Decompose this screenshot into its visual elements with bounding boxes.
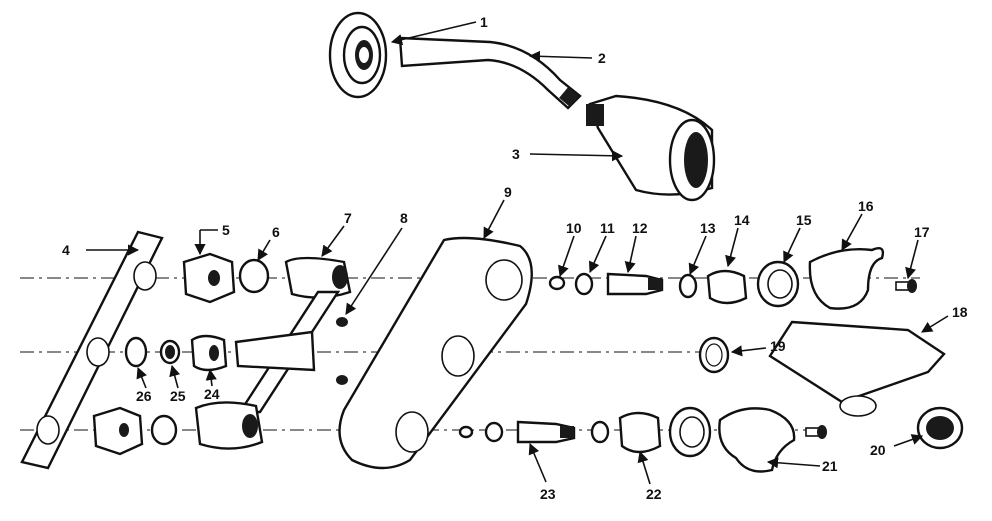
part-shower-head: [586, 94, 716, 202]
callout-25: 25: [170, 388, 186, 404]
part-bonnet-14: [706, 269, 748, 305]
part-escutcheon: [338, 236, 533, 470]
part-mounting-plate: [20, 230, 164, 470]
callout-19: 19: [770, 338, 786, 354]
callout-20: 20: [870, 442, 886, 458]
part-stem-12: [606, 272, 664, 296]
callout-4: 4: [62, 242, 70, 258]
part-handle-16: [808, 247, 885, 310]
part-washer-11: [574, 272, 594, 296]
part-ring-19: [698, 336, 730, 374]
part-diverter-handle-18: [768, 320, 946, 417]
callout-12: 12: [632, 220, 648, 236]
callout-11: 11: [600, 220, 615, 236]
leader-lines: [86, 21, 949, 485]
part-washer-top: [238, 258, 270, 294]
part-screw-17: [895, 279, 917, 293]
callout-21: 21: [822, 458, 838, 474]
part-stem-23: [516, 420, 576, 444]
callout-8: 8: [400, 210, 408, 226]
callout-10: 10: [566, 220, 582, 236]
callout-5: 5: [222, 222, 230, 238]
callout-17: 17: [914, 224, 930, 240]
part-shower-arm: [398, 36, 582, 110]
part-screws: [336, 317, 348, 385]
callout-3: 3: [512, 146, 520, 162]
part-o-ring-13: [678, 273, 698, 299]
callout-6: 6: [272, 224, 280, 240]
callout-9: 9: [504, 184, 512, 200]
part-bonnet-22: [618, 411, 662, 454]
callout-23: 23: [540, 486, 556, 502]
part-sleeve-15: [756, 260, 800, 308]
part-nut-top: [182, 252, 236, 304]
part-flange: [328, 11, 388, 99]
callout-14: 14: [734, 212, 750, 228]
callout-16: 16: [858, 198, 874, 214]
callout-18: 18: [952, 304, 968, 320]
part-screw-10: [548, 275, 566, 291]
callout-26: 26: [136, 388, 152, 404]
callout-15: 15: [796, 212, 812, 228]
part-washer-bottom: [150, 414, 178, 446]
part-valve-body: [194, 256, 352, 450]
part-nut-bottom: [92, 406, 144, 456]
part-cap-20: [916, 406, 964, 450]
callout-7: 7: [344, 210, 352, 226]
callout-13: 13: [700, 220, 716, 236]
part-seat-24: [190, 334, 228, 372]
callout-1: 1: [480, 14, 488, 30]
callout-2: 2: [598, 50, 606, 66]
part-handle-21: [718, 407, 796, 473]
part-sleeve-bottom: [668, 406, 712, 458]
part-washer-26: [124, 336, 148, 368]
callout-22: 22: [646, 486, 662, 502]
part-screw-bottom: [805, 425, 827, 439]
callout-24: 24: [204, 386, 220, 402]
